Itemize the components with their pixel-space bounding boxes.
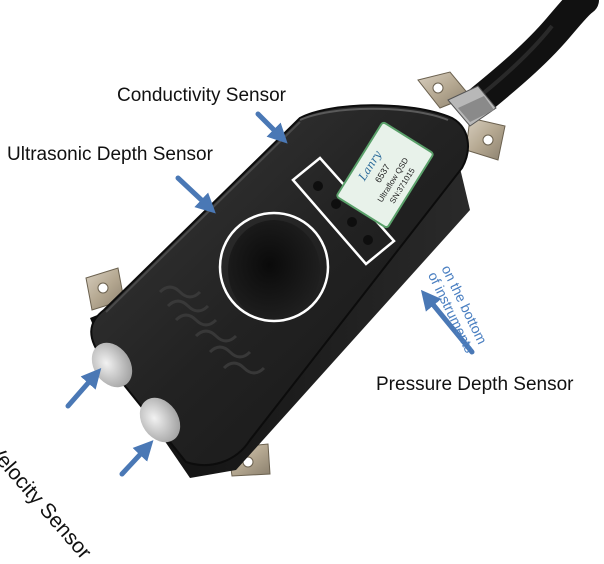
pressure-depth-sensor-label: Pressure Depth Sensor xyxy=(376,374,574,395)
cable xyxy=(463,0,599,117)
arrow-ultrasonic xyxy=(175,175,216,214)
arrow-pressure xyxy=(420,289,475,355)
sensor-photo: Lanry 6537 Ultraflow QSD SN:371015 xyxy=(65,0,599,478)
conductivity-highlight-box xyxy=(291,156,396,266)
ultrasonic-highlight-circle xyxy=(218,211,330,323)
ultrasonic-depth-sensor-label: Ultrasonic Depth Sensor xyxy=(7,144,213,165)
velocity-sensor-cap-2 xyxy=(139,397,181,443)
ultrasonic-transducer xyxy=(228,220,320,320)
arrow-velocity-1 xyxy=(65,367,102,409)
cable-gland xyxy=(447,85,497,127)
conductivity-sensor-label: Conductivity Sensor xyxy=(117,85,286,106)
arrow-velocity-2 xyxy=(119,440,154,477)
velocity-sensor-cap-1 xyxy=(91,342,133,388)
embossed-logo xyxy=(158,285,266,375)
annotation-arrows xyxy=(65,111,475,477)
arrow-conductivity xyxy=(255,111,288,144)
conductivity-electrodes xyxy=(313,181,373,245)
